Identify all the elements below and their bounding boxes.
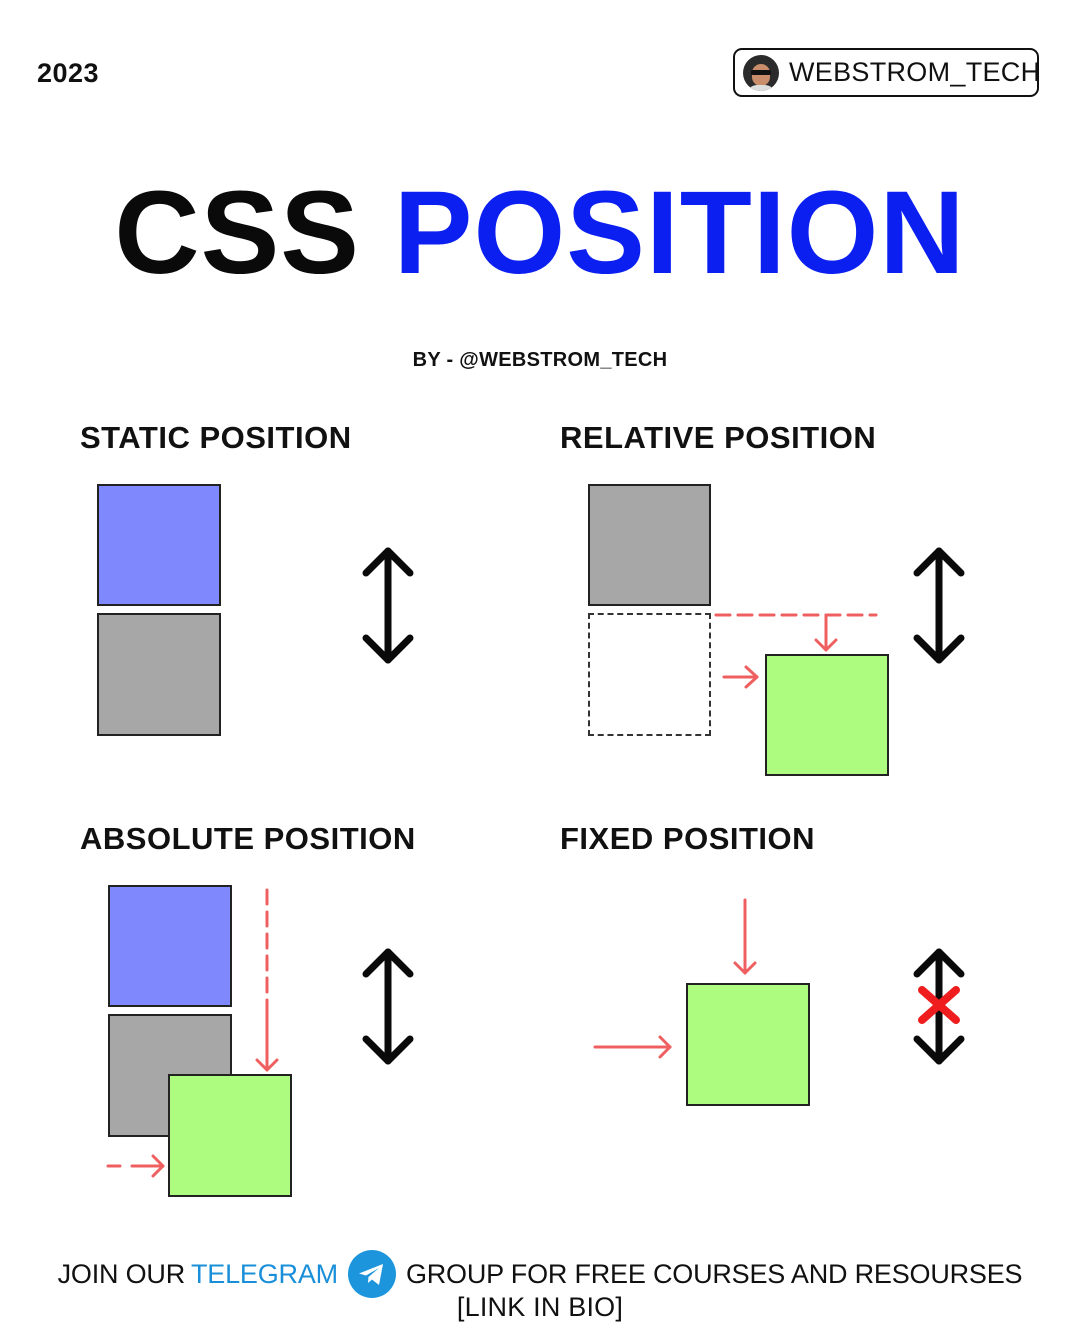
- avatar: [743, 54, 779, 91]
- footer-line: JOIN OUR TELEGRAM GROUP FOR FREE COURSES…: [0, 1250, 1080, 1298]
- title-css: CSS: [114, 167, 360, 299]
- no-scroll-cross-icon: [918, 986, 960, 1024]
- byline: BY - @WEBSTROM_TECH: [412, 349, 668, 371]
- relative-original-outline: [588, 613, 711, 736]
- static-gray-box: [97, 613, 221, 736]
- static-section-title: STATIC POSITION: [80, 420, 352, 455]
- absolute-scroll-icon: [362, 948, 414, 1065]
- year-label: 2023: [37, 58, 100, 88]
- absolute-green-box: [168, 1074, 292, 1197]
- page-title: CSS POSITION: [0, 168, 1080, 298]
- relative-scroll-icon: [913, 547, 965, 664]
- link-in-bio[interactable]: [LINK IN BIO]: [456, 1292, 624, 1322]
- relative-green-box: [765, 654, 889, 776]
- relative-section-title: RELATIVE POSITION: [560, 420, 877, 455]
- telegram-link[interactable]: TELEGRAM: [191, 1258, 338, 1289]
- handle-text: WEBSTROM_TECH: [789, 57, 1041, 87]
- profile-badge[interactable]: WEBSTROM_TECH: [733, 48, 1041, 97]
- telegram-icon[interactable]: [347, 1250, 396, 1298]
- fixed-section-title: FIXED POSITION: [560, 821, 816, 856]
- absolute-blue-box: [108, 885, 232, 1007]
- fixed-scroll-icon: [913, 948, 965, 1065]
- fixed-green-box: [686, 983, 810, 1106]
- footer-suffix: GROUP FOR FREE COURSES AND RESOURSES: [405, 1258, 1023, 1289]
- absolute-section-title: ABSOLUTE POSITION: [80, 821, 416, 856]
- relative-gray-box: [588, 484, 711, 606]
- footer-prefix: JOIN OUR: [57, 1258, 186, 1289]
- static-blue-box: [97, 484, 221, 606]
- title-position: POSITION: [393, 167, 966, 299]
- static-scroll-icon: [362, 547, 414, 664]
